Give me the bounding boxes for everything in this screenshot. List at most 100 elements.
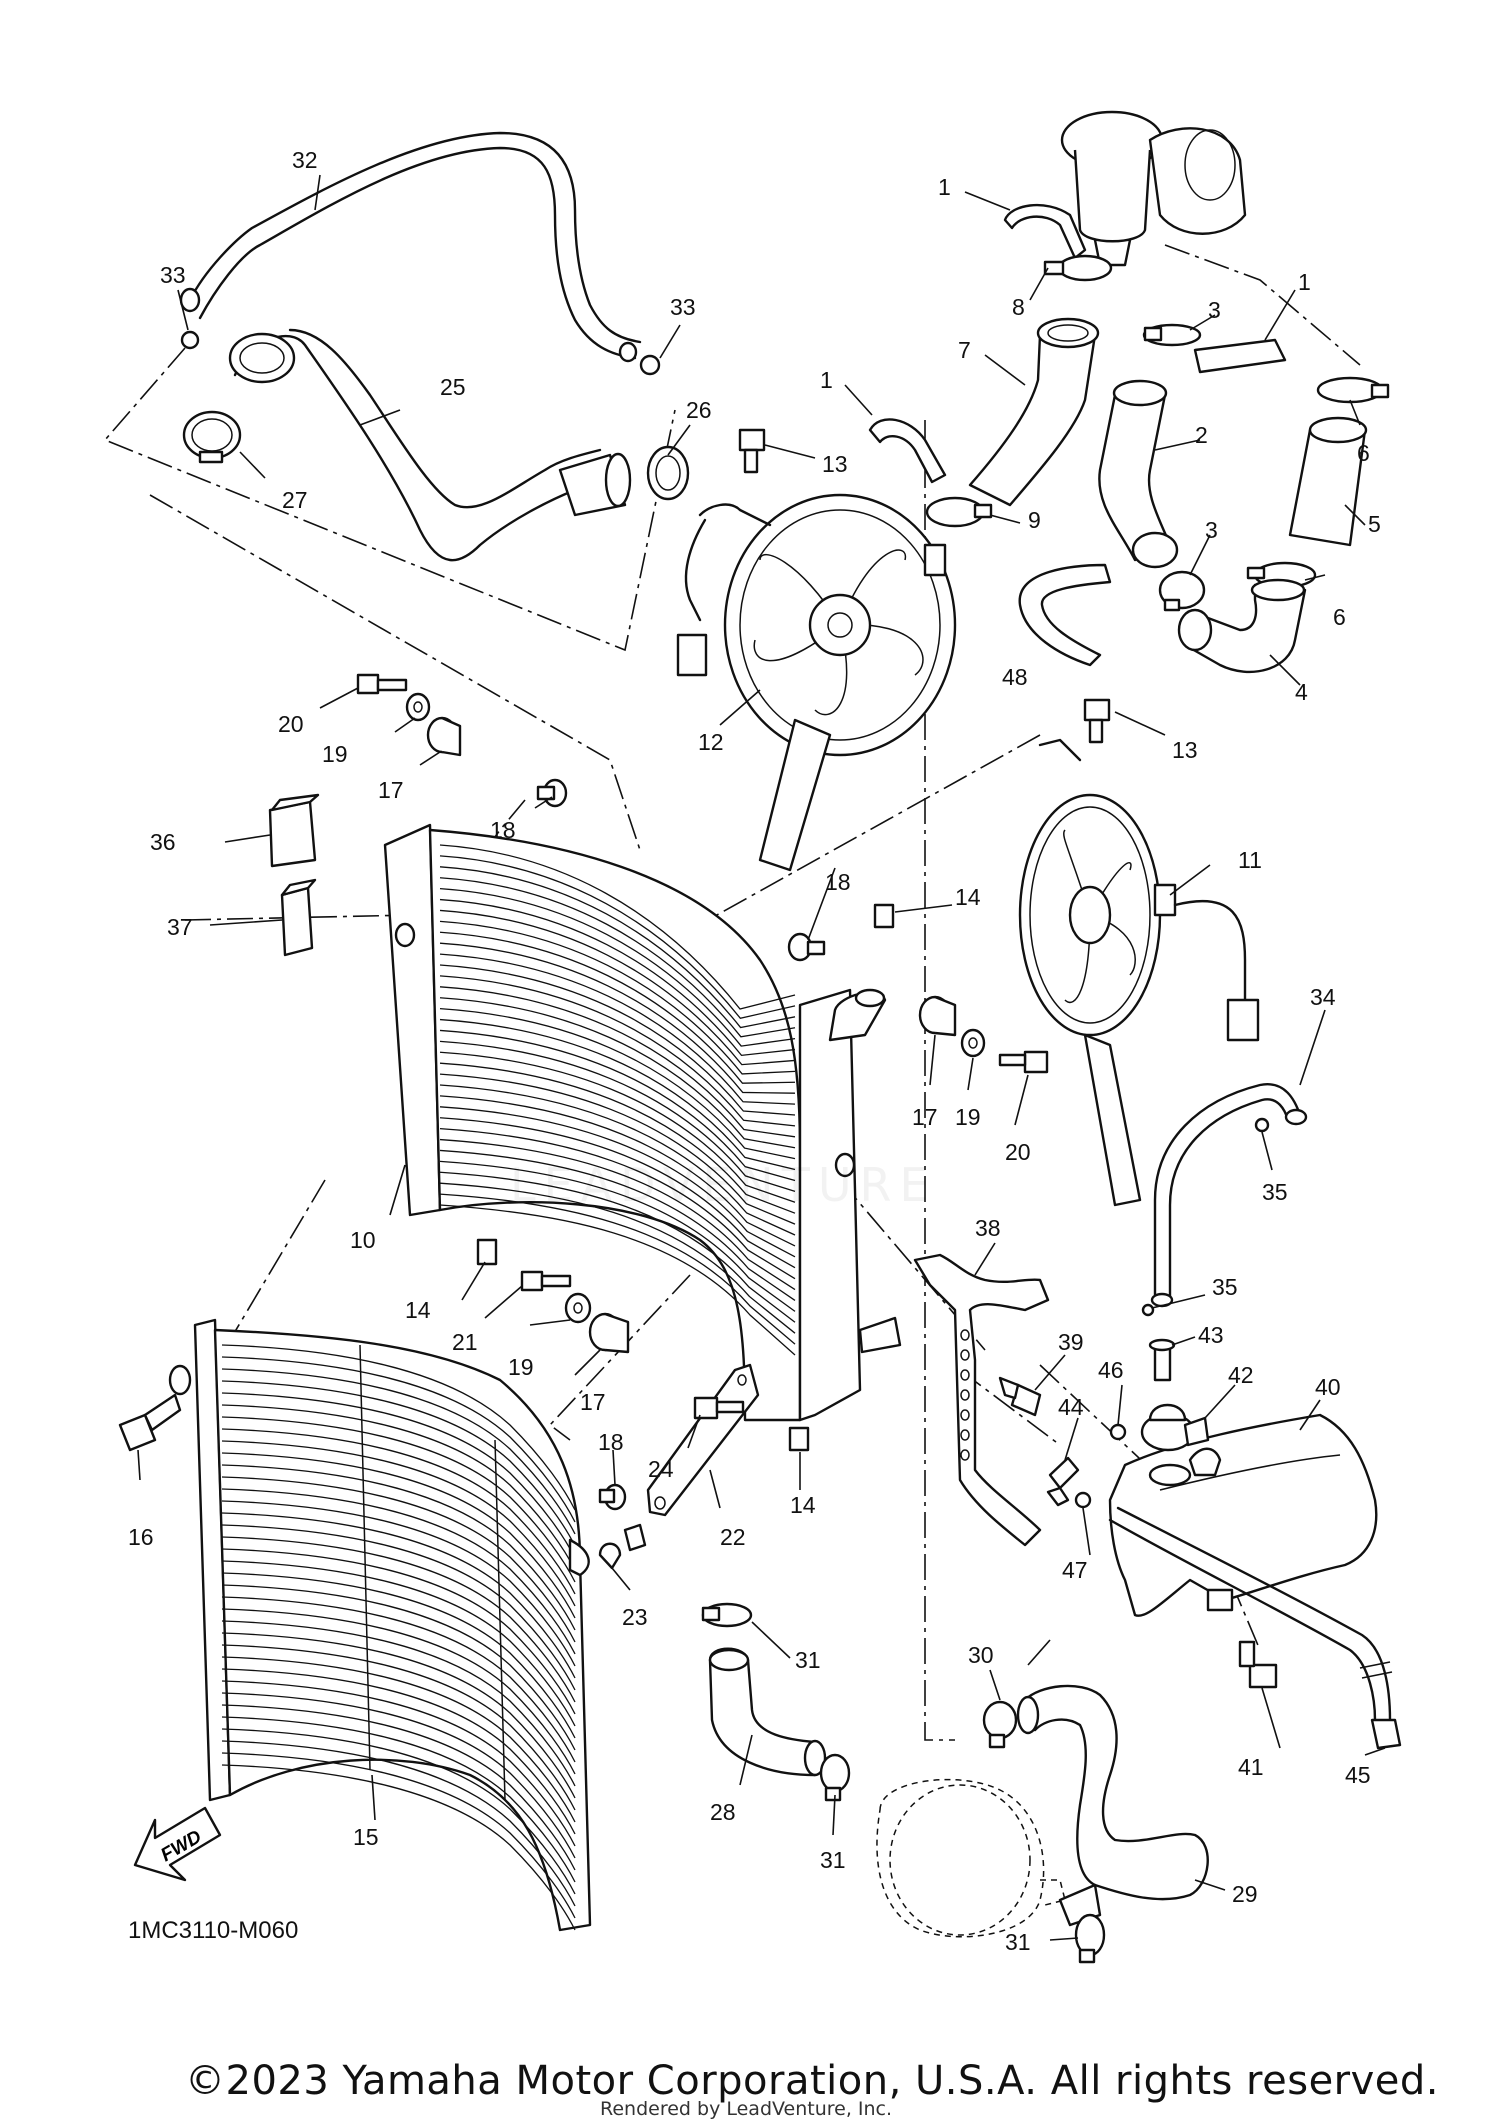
callout-37: 37 — [167, 914, 193, 940]
callout-31: 31 — [1005, 1929, 1031, 1955]
callout-35: 35 — [1212, 1274, 1238, 1300]
callout-18: 18 — [825, 869, 851, 895]
callout-1: 1 — [938, 174, 951, 200]
hose-clamp-26 — [646, 445, 690, 501]
radiator-fin — [439, 986, 796, 1138]
callout-18: 18 — [490, 817, 516, 843]
guard-fin — [221, 1476, 576, 1643]
collar-18-mid — [787, 932, 826, 962]
hose-clamp-3-top — [1142, 323, 1202, 347]
callout-11: 11 — [1238, 847, 1262, 873]
strap-1-right — [1193, 338, 1287, 374]
guard-fin — [221, 1344, 576, 1511]
guard-fin — [221, 1596, 576, 1763]
radiator-fin — [439, 975, 796, 1127]
bracket-22 — [646, 1363, 760, 1517]
guard-fin — [221, 1728, 576, 1895]
callout-8: 8 — [1012, 294, 1025, 320]
hose-28 — [708, 1647, 827, 1777]
callout-16: 16 — [128, 1524, 154, 1550]
nut-14-low — [788, 1426, 810, 1452]
clip-46 — [1109, 1423, 1127, 1441]
collar-18-top — [536, 778, 568, 808]
nut-14-top — [873, 903, 895, 929]
guard-fin — [221, 1764, 576, 1931]
rivet-23 — [598, 1523, 647, 1570]
cooling-fan-11 — [1018, 738, 1260, 1207]
fwd-arrow-icon: FWD — [133, 1806, 222, 1882]
guard-fin — [221, 1644, 576, 1811]
stay-hole — [960, 1409, 970, 1421]
callout-26: 26 — [686, 397, 712, 423]
guard-fin — [221, 1668, 576, 1835]
guard-fin — [221, 1416, 576, 1583]
guard-fin — [221, 1692, 576, 1859]
callout-35: 35 — [1262, 1179, 1288, 1205]
breather-hose-32 — [179, 131, 642, 363]
callout-40: 40 — [1315, 1374, 1341, 1400]
callout-13: 13 — [822, 451, 848, 477]
callout-34: 34 — [1310, 984, 1336, 1010]
overflow-hose-45 — [1108, 1506, 1402, 1750]
callout-17: 17 — [378, 777, 404, 803]
guard-fin — [221, 1680, 576, 1847]
radiator-fin — [439, 1117, 796, 1269]
hose-clamp-31-top — [701, 1602, 753, 1628]
radiator-fin — [439, 898, 796, 1057]
callout-3: 3 — [1205, 517, 1218, 543]
callout-24: 24 — [648, 1456, 674, 1482]
radiator-fin — [439, 909, 796, 1066]
bolt-16 — [118, 1393, 182, 1452]
radiator-fin — [439, 1171, 796, 1323]
callout-19: 19 — [508, 1354, 534, 1380]
callout-13: 13 — [1172, 737, 1198, 763]
copyright-notice: ©2023 Yamaha Motor Corporation, U.S.A. A… — [185, 2058, 1440, 2104]
callout-20: 20 — [1005, 1139, 1031, 1165]
guard-fin — [221, 1428, 576, 1595]
callout-22: 22 — [720, 1524, 746, 1550]
guard-fin — [221, 1620, 576, 1787]
bolt-13-right — [1083, 698, 1111, 744]
callout-4: 4 — [1295, 679, 1308, 705]
callout-21: 21 — [452, 1329, 478, 1355]
radiator-fin — [439, 931, 796, 1084]
radiator-fin — [439, 855, 796, 1019]
foam-37 — [280, 878, 317, 957]
callout-14: 14 — [405, 1297, 431, 1323]
callout-14: 14 — [955, 884, 981, 910]
callout-41: 41 — [1238, 1754, 1264, 1780]
callout-47: 47 — [1062, 1557, 1088, 1583]
hose-clamp-6-top — [1316, 376, 1390, 404]
bracket-48 — [1018, 563, 1112, 667]
callout-33: 33 — [670, 294, 696, 320]
guard-fin — [221, 1356, 576, 1523]
hose-clamp-9 — [925, 496, 993, 528]
bolt-20-top — [356, 673, 408, 695]
grommet-17-top — [426, 716, 462, 757]
radiator-fin — [439, 920, 796, 1075]
rendered-by-notice: Rendered by LeadVenture, Inc. — [600, 2098, 893, 2120]
guard-fin — [221, 1440, 576, 1607]
hose-29 — [1016, 1684, 1209, 1927]
radiator-fin — [439, 887, 796, 1047]
callout-1: 1 — [1298, 269, 1311, 295]
callout-18: 18 — [598, 1429, 624, 1455]
callout-27: 27 — [282, 487, 308, 513]
guard-fin — [221, 1716, 576, 1883]
cap-42 — [1140, 1403, 1210, 1452]
callout-42: 42 — [1228, 1362, 1254, 1388]
guard-fin — [221, 1404, 576, 1571]
callout-7: 7 — [958, 337, 971, 363]
radiator-fin — [439, 844, 796, 1010]
stay-hole — [960, 1449, 970, 1461]
callout-5: 5 — [1368, 511, 1381, 537]
callout-6: 6 — [1333, 604, 1346, 630]
radiator-10 — [383, 823, 902, 1422]
guard-fin — [221, 1632, 576, 1799]
callout-32: 32 — [292, 147, 318, 173]
radiator-fin — [439, 1073, 796, 1225]
radiator-fin — [439, 1062, 796, 1214]
callout-15: 15 — [353, 1824, 379, 1850]
callout-3: 3 — [1208, 297, 1221, 323]
watermark: LEADVENTURE — [510, 1158, 937, 1212]
